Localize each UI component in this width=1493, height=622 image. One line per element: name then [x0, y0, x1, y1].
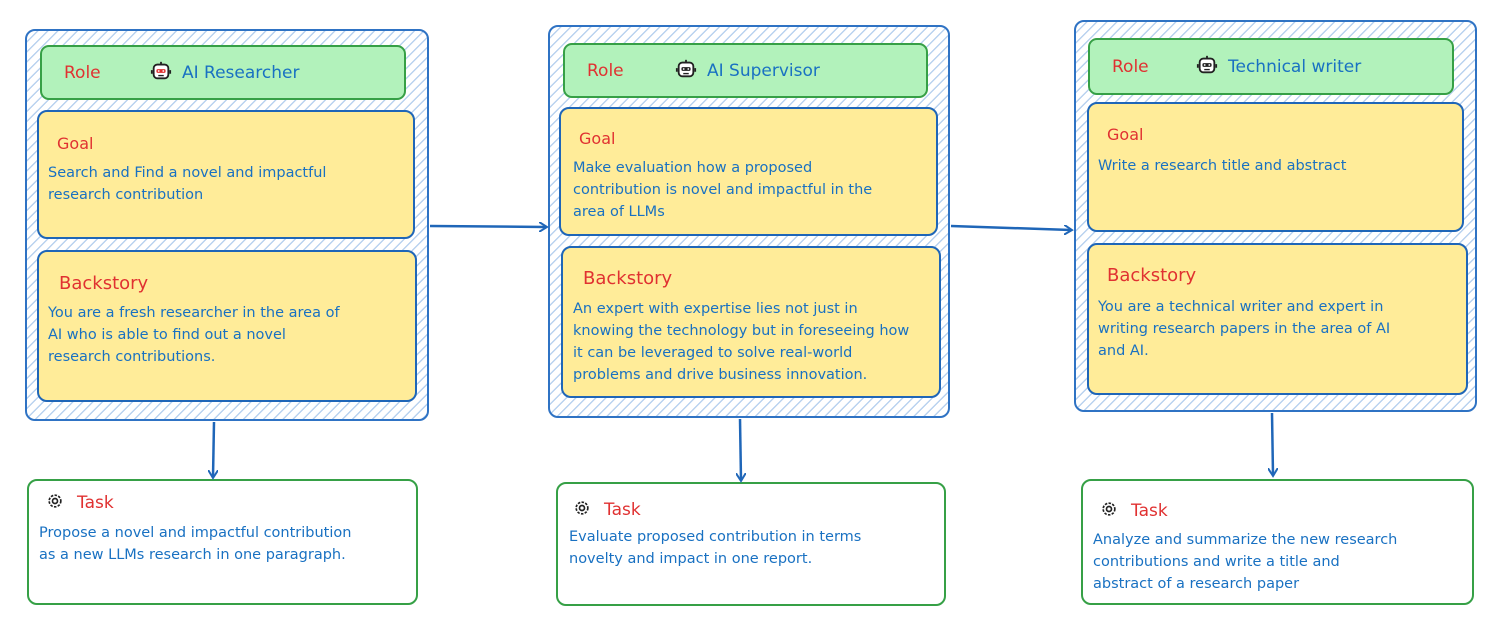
arrow-agent1-to-task: [213, 421, 214, 477]
task-card: Task Propose a novel and impactful contr…: [27, 479, 418, 605]
backstory-text: An expert with expertise lies not just i…: [573, 301, 910, 383]
task-text: Evaluate proposed contribution in terms …: [569, 529, 862, 567]
goal-text: Make evaluation how a proposed contribut…: [573, 160, 873, 220]
goal-title: Goal: [1107, 125, 1144, 144]
backstory-text: You are a fresh researcher in the area o…: [48, 305, 340, 365]
goal-title: Goal: [57, 134, 94, 153]
role-label: Role: [64, 62, 101, 83]
role-label: Role: [587, 60, 624, 81]
role-name: AI Supervisor: [707, 60, 820, 81]
goal-card: Goal Search and Find a novel and impactf…: [37, 110, 415, 239]
backstory-card: Backstory You are a technical writer and…: [1087, 243, 1468, 395]
backstory-title: Backstory: [1107, 265, 1197, 286]
role-label: Role: [1112, 56, 1149, 77]
robot-icon: [675, 58, 697, 84]
task-title: Task: [77, 493, 114, 513]
goal-card: Goal Write a research title and abstract: [1087, 102, 1464, 232]
task-title: Task: [604, 500, 641, 520]
goal-title: Goal: [579, 129, 616, 148]
robot-icon: [1196, 54, 1218, 80]
backstory-title: Backstory: [59, 273, 149, 294]
task-card: Task Evaluate proposed contribution in t…: [556, 482, 946, 606]
arrow-agent1-to-agent2: [429, 226, 546, 227]
gear-icon: [1099, 499, 1119, 523]
arrow-agent2-to-task: [740, 418, 741, 480]
gear-icon: [45, 491, 65, 515]
role-header: Role AI Researcher: [40, 45, 406, 100]
gear-icon: [572, 498, 592, 522]
backstory-text: You are a technical writer and expert in…: [1098, 299, 1391, 359]
task-text: Analyze and summarize the new research c…: [1093, 532, 1398, 592]
role-header: Role Technical writer: [1088, 38, 1454, 95]
arrow-agent3-to-task: [1272, 412, 1273, 475]
task-text: Propose a novel and impactful contributi…: [39, 525, 352, 563]
role-name: Technical writer: [1228, 56, 1362, 77]
task-card: Task Analyze and summarize the new resea…: [1081, 479, 1474, 605]
task-title: Task: [1131, 501, 1168, 521]
backstory-card: Backstory You are a fresh researcher in …: [37, 250, 417, 402]
backstory-title: Backstory: [583, 268, 673, 289]
goal-card: Goal Make evaluation how a proposed cont…: [559, 107, 938, 236]
goal-text: Write a research title and abstract: [1098, 158, 1347, 174]
robot-icon: [150, 60, 172, 86]
goal-text: Search and Find a novel and impactful re…: [48, 165, 327, 203]
arrow-agent2-to-agent3: [950, 224, 1071, 230]
role-name: AI Researcher: [182, 62, 300, 83]
backstory-card: Backstory An expert with expertise lies …: [561, 246, 941, 398]
role-header: Role AI Supervisor: [563, 43, 928, 98]
